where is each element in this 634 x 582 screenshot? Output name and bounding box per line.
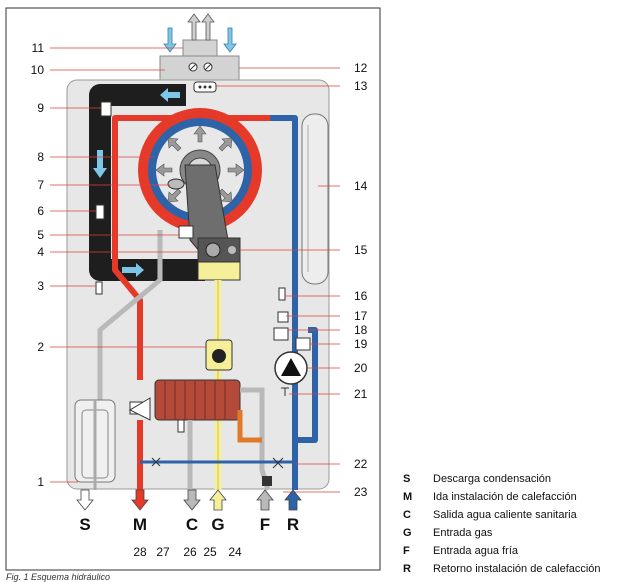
legend-row: G Entrada gas	[403, 524, 633, 542]
legend-text: Entrada gas	[433, 527, 493, 539]
dhw-temperature-sensor	[177, 419, 185, 433]
legend-key: C	[403, 509, 411, 521]
connection-arrow-m-icon	[131, 489, 149, 511]
connection-arrow-r-icon	[284, 489, 302, 511]
callout-14: 14	[354, 179, 368, 193]
bypass-valve	[151, 457, 161, 467]
legend-key: G	[403, 527, 412, 539]
callout-24: 24	[228, 545, 242, 559]
callout-17: 17	[354, 309, 368, 323]
callout-12: 12	[354, 61, 368, 75]
callout-27: 27	[156, 545, 170, 559]
callout-26: 26	[183, 545, 197, 559]
legend-text: Ida instalación de calefacción	[433, 491, 577, 503]
flue-sampling-point	[193, 81, 217, 93]
pressure-relief-valve	[277, 311, 289, 323]
gas-valve	[197, 237, 241, 281]
callout-9: 9	[37, 101, 44, 115]
callout-3: 3	[37, 279, 44, 293]
legend-row: C Salida agua caliente sanitaria	[403, 506, 633, 524]
connection-arrow-s-icon	[76, 489, 94, 511]
dhw-primary-line	[237, 410, 262, 443]
expansion-vessel	[301, 113, 329, 285]
air-intake-arrows-icon	[163, 27, 237, 53]
water-pressure-switch	[295, 337, 311, 351]
connection-label-g: G	[211, 515, 224, 534]
callout-6: 6	[37, 204, 44, 218]
callout-22: 22	[354, 457, 368, 471]
condensate-trap	[74, 399, 116, 490]
callout-13: 13	[354, 79, 368, 93]
flue-air-duct	[89, 84, 205, 281]
fill-valve	[272, 457, 284, 469]
callout-21: 21	[354, 387, 368, 401]
connection-label-c: C	[186, 515, 198, 534]
gas-cock	[205, 339, 233, 371]
diagram-frame	[5, 7, 381, 571]
legend-row: S Descarga condensación	[403, 470, 633, 488]
connection-label-r: R	[287, 515, 299, 534]
flow-sensor	[262, 476, 272, 486]
flow-temperature-sensor	[95, 204, 105, 220]
connection-label-f: F	[260, 515, 270, 534]
legend-row: R Retorno instalación de calefacción	[403, 560, 633, 578]
condensate-line	[97, 230, 163, 400]
flue-temperature-sensor	[100, 101, 112, 117]
connection-label-s: S	[79, 515, 90, 534]
dhw-plate-exchanger	[154, 379, 241, 421]
callout-7: 7	[37, 178, 44, 192]
air-flow-arrows-icon	[93, 88, 180, 277]
callout-16: 16	[354, 289, 368, 303]
callouts-bottom: 28 27 26 25 24	[133, 545, 242, 559]
callout-11: 11	[32, 41, 45, 55]
callout-19: 19	[354, 337, 368, 351]
callout-23: 23	[354, 485, 368, 499]
circulation-pump	[274, 351, 308, 385]
callout-1: 1	[37, 475, 44, 489]
legend-key: S	[403, 473, 411, 485]
connection-arrow-c-icon	[183, 489, 201, 511]
connection-arrow-g-icon	[209, 489, 227, 511]
connection-arrows	[76, 489, 302, 511]
callout-18: 18	[354, 323, 368, 337]
callout-20: 20	[354, 361, 368, 375]
legend-row: F Entrada agua fría	[403, 542, 633, 560]
return-temperature-sensor	[278, 287, 286, 301]
legend-text: Descarga condensación	[433, 473, 552, 485]
legend-key: R	[403, 563, 411, 575]
drain-cock	[281, 387, 289, 396]
connection-label-m: M	[133, 515, 147, 534]
safety-thermostat	[95, 281, 103, 295]
flue-terminal	[159, 39, 240, 81]
callout-28: 28	[133, 545, 147, 559]
legend-row: M Ida instalación de calefacción	[403, 488, 633, 506]
callout-25: 25	[203, 545, 217, 559]
callout-10: 10	[31, 63, 45, 77]
legend-text: Retorno instalación de calefacción	[433, 563, 601, 575]
boiler-casing	[66, 79, 330, 490]
callout-8: 8	[37, 150, 44, 164]
callout-4: 4	[37, 245, 44, 259]
legend-text: Salida agua caliente sanitaria	[433, 509, 577, 521]
callouts-left: 11 10 9 8 7 6 5 4 3 2 1	[31, 41, 45, 489]
exhaust-arrows-icon	[187, 13, 215, 41]
leader-lines	[50, 47, 340, 493]
legend-key: M	[403, 491, 413, 503]
figure-caption: Fig. 1 Esquema hidráulico	[6, 572, 111, 582]
callout-2: 2	[37, 340, 44, 354]
ignition-electrode	[167, 178, 185, 190]
callout-5: 5	[37, 228, 44, 242]
connection-arrow-f-icon	[256, 489, 274, 511]
diverter-valve	[128, 397, 151, 421]
legend-key: F	[403, 545, 410, 557]
callout-15: 15	[354, 243, 368, 257]
air-pressure-switch	[178, 225, 194, 239]
automatic-air-vent	[273, 327, 289, 341]
legend-text: Entrada agua fría	[433, 545, 519, 557]
combustion-arrows-icon	[155, 125, 245, 215]
